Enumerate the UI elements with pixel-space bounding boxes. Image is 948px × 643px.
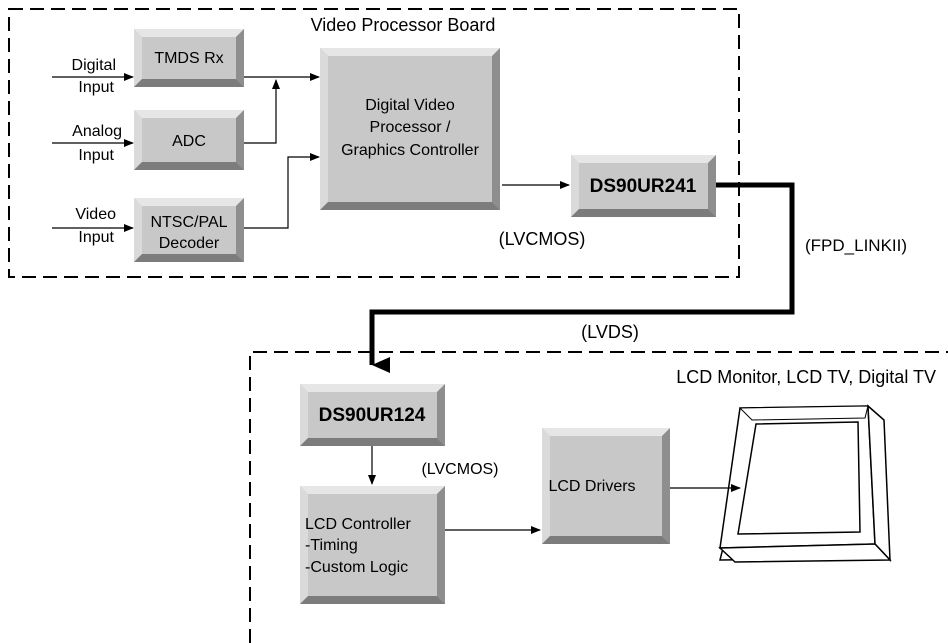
adc-label: ADC xyxy=(172,133,206,150)
fpd-link-serial-cable xyxy=(369,182,795,373)
dvp-label-line1: Digital Video xyxy=(365,97,455,114)
digital-input-label-line2: Input xyxy=(78,79,114,96)
lcd-controller-label-line1: LCD Controller xyxy=(305,516,411,533)
analog-input-label-line2: Input xyxy=(78,147,114,164)
adc-block: ADC xyxy=(134,110,244,170)
lcd-monitor-board-outline xyxy=(249,351,948,643)
digital-video-processor-block: Digital Video Processor / Graphics Contr… xyxy=(320,48,500,210)
ds90ur124-block: DS90UR124 xyxy=(300,384,445,446)
tmds-rx-block: TMDS Rx xyxy=(134,29,244,87)
lvcmos-top-label: (LVCMOS) xyxy=(499,229,586,249)
lcd-drivers-label: LCD Drivers xyxy=(548,478,635,495)
video-input-label-line1: Video xyxy=(75,206,116,223)
lcd-controller-label-line2: -Timing xyxy=(305,537,358,554)
tmds-rx-label: TMDS Rx xyxy=(154,50,223,67)
ds90ur124-label: DS90UR124 xyxy=(319,405,426,426)
video-input-label-line2: Input xyxy=(78,229,114,246)
ntsc-pal-label-line2: Decoder xyxy=(159,235,220,252)
digital-input-label-line1: Digital xyxy=(72,57,116,74)
ds90ur241-block: DS90UR241 xyxy=(571,155,716,217)
lcd-drivers-block: LCD Drivers xyxy=(542,428,670,544)
lcd-controller-label-line3: -Custom Logic xyxy=(305,559,408,576)
video-processor-board-outline xyxy=(8,8,740,278)
ds90ur241-label: DS90UR241 xyxy=(590,176,697,197)
lvds-label: (LVDS) xyxy=(581,322,639,342)
analog-input-label-line1: Analog xyxy=(72,123,122,140)
lcd-monitor-board-title: LCD Monitor, LCD TV, Digital TV xyxy=(676,367,936,387)
adc-to-dvp-connector xyxy=(244,79,280,144)
ntsc-pal-decoder-block: NTSC/PAL Decoder xyxy=(134,198,244,262)
decoder-to-dvp-arrow xyxy=(244,153,320,229)
ntsc-pal-label-line1: NTSC/PAL xyxy=(150,214,227,231)
video-processor-board-title: Video Processor Board xyxy=(311,15,496,35)
fpd-link-label: (FPD_LINKII) xyxy=(805,236,907,255)
lcd-controller-block: LCD Controller -Timing -Custom Logic xyxy=(300,486,445,604)
lcd-panel-icon xyxy=(718,404,892,563)
dvp-label-line2: Processor / xyxy=(370,119,451,136)
dvp-label-line3: Graphics Controller xyxy=(341,142,480,159)
lvcmos-bottom-label: (LVCMOS) xyxy=(421,461,498,478)
